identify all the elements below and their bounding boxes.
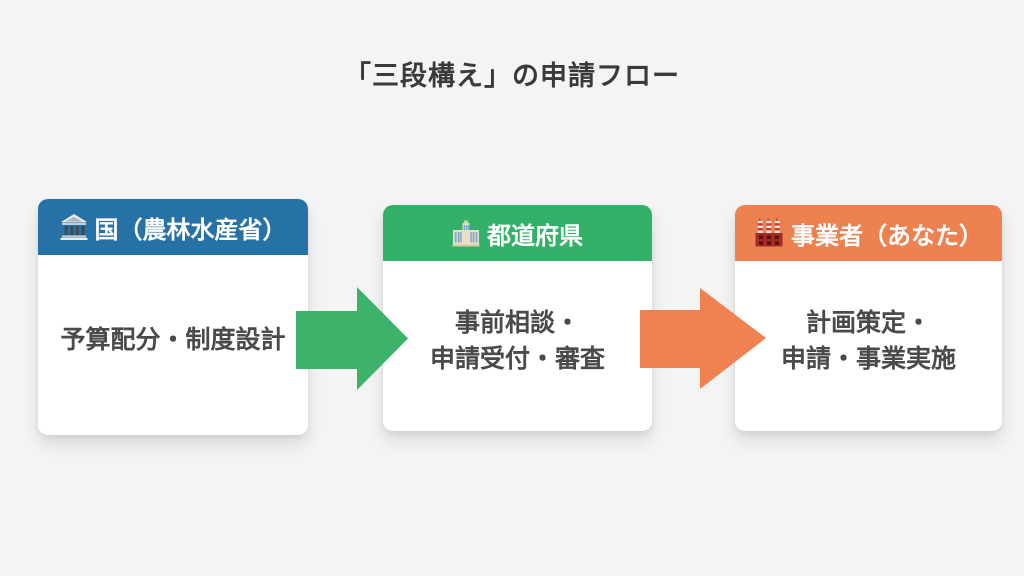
slide-title: 「三段構え」の申請フロー	[344, 61, 680, 91]
stage-card-prefecture: 都道府県 事前相談・ 申請受付・審査	[383, 205, 652, 431]
stage-body-line: 事前相談・	[454, 309, 580, 337]
stage-body-prefecture: 事前相談・ 申請受付・審査	[383, 261, 652, 431]
stage-header-label: 国（農林水産省）	[94, 216, 287, 244]
stage-card-national: 国（農林水産省） 予算配分・制度設計	[38, 199, 308, 435]
arrow-shape	[296, 287, 408, 390]
stage-body-line: 計画策定・	[805, 309, 931, 337]
factory-icon	[754, 218, 784, 248]
stage-body-line: 予算配分・制度設計	[60, 326, 286, 354]
stage-header-prefecture: 都道府県	[383, 205, 652, 261]
flow-arrow-prefecture-to-operator	[640, 288, 766, 389]
arrow-shape	[640, 288, 766, 389]
stage-header-national: 国（農林水産省）	[38, 199, 308, 255]
flow-arrow-national-to-prefecture	[296, 287, 408, 390]
stage-card-operator: 事業者（あなた） 計画策定・ 申請・事業実施	[735, 205, 1002, 431]
stage-body-operator: 計画策定・ 申請・事業実施	[735, 261, 1002, 431]
stage-header-label: 都道府県	[487, 222, 583, 250]
stage-body-national: 予算配分・制度設計	[38, 255, 308, 435]
stage-header-label: 事業者（あなた）	[791, 222, 983, 250]
stage-body-line: 申請受付・審査	[429, 345, 605, 373]
classical-building-icon	[60, 214, 88, 240]
stage-header-operator: 事業者（あなた）	[735, 205, 1002, 261]
stage-body-line: 申請・事業実施	[780, 345, 956, 373]
government-office-icon	[452, 219, 480, 247]
